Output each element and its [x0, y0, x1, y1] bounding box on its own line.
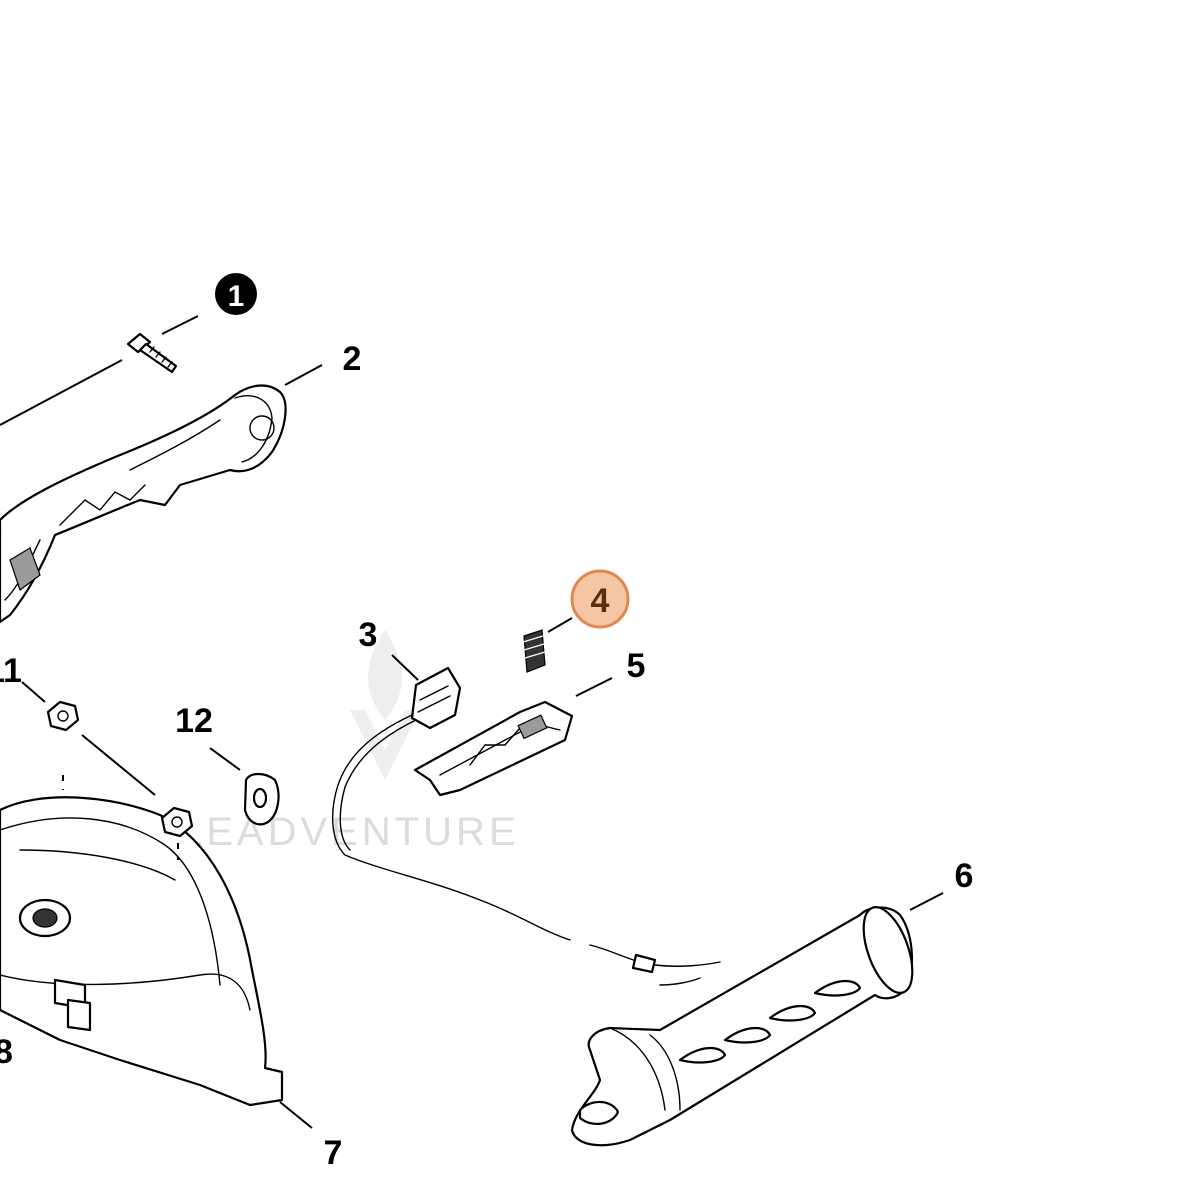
part-spring: [522, 629, 546, 673]
callout-3-label[interactable]: 3: [359, 616, 378, 654]
callout-11-label[interactable]: 11: [0, 652, 22, 690]
callout-5-label[interactable]: 5: [627, 647, 646, 685]
callout-12-label[interactable]: 12: [175, 702, 213, 740]
callout-1-label: 1: [228, 280, 245, 313]
callout-8-label[interactable]: 8: [0, 1033, 13, 1071]
part-grip: [570, 906, 914, 1147]
callout-4-label: 4: [591, 582, 610, 620]
part-holder: [413, 700, 574, 797]
callout-1[interactable]: 1: [215, 273, 257, 315]
part-nut-lower: [160, 806, 194, 838]
part-washer: [243, 772, 280, 826]
watermark-text: LEADVENTURE: [180, 810, 520, 854]
part-bolt: [126, 332, 178, 374]
part-cover: [0, 796, 284, 1107]
callout-6-label[interactable]: 6: [955, 857, 974, 895]
callout-7-label[interactable]: 7: [324, 1134, 343, 1172]
leader-lines: [0, 315, 944, 1129]
callout-2-label[interactable]: 2: [343, 340, 362, 378]
part-nut-upper: [46, 700, 80, 732]
callout-4[interactable]: 4: [570, 569, 630, 629]
part-handle: [0, 384, 287, 624]
part-lever-cable: [331, 666, 721, 986]
